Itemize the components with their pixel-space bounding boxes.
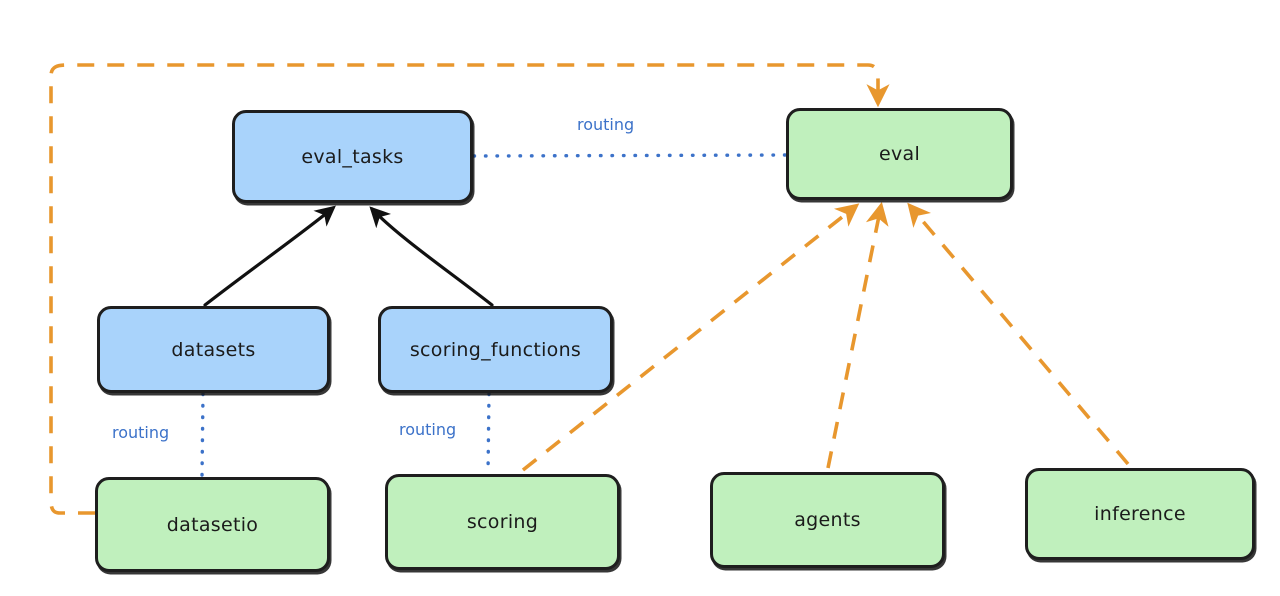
node-datasetio[interactable]: datasetio xyxy=(95,477,330,572)
node-agents[interactable]: agents xyxy=(710,472,945,568)
edge-datasetio-to-eval xyxy=(49,63,890,515)
edge-label-routing-datasetio: routing xyxy=(112,423,170,442)
node-datasets[interactable]: datasets xyxy=(97,306,330,393)
node-label-agents: agents xyxy=(794,509,861,531)
node-label-datasets: datasets xyxy=(171,338,256,361)
edge-datasets-to-eval-tasks xyxy=(203,205,336,307)
edge-datasets-to-datasetio-routing xyxy=(200,392,205,479)
node-label-eval: eval xyxy=(878,143,921,165)
node-label-scoring: scoring xyxy=(466,511,539,533)
edge-scoring-functions-to-scoring-routing xyxy=(486,392,491,476)
node-label-eval-tasks: eval_tasks xyxy=(301,145,404,168)
edge-scoring-to-eval xyxy=(521,203,860,472)
edge-label-routing-eval: routing xyxy=(577,115,635,134)
edge-inference-to-eval xyxy=(907,202,1130,466)
node-label-scoring-functions: scoring_functions xyxy=(409,338,582,361)
edge-agents-to-eval xyxy=(826,201,889,469)
node-label-datasetio: datasetio xyxy=(166,513,259,536)
node-eval-tasks[interactable]: eval_tasks xyxy=(232,110,473,203)
node-label-inference: inference xyxy=(1094,503,1186,525)
node-inference[interactable]: inference xyxy=(1025,468,1255,560)
node-scoring[interactable]: scoring xyxy=(385,474,620,570)
edge-label-routing-scoring: routing xyxy=(399,420,457,439)
node-scoring-functions[interactable]: scoring_functions xyxy=(378,306,613,393)
node-eval[interactable]: eval xyxy=(786,108,1013,200)
edge-eval-tasks-to-eval-routing xyxy=(472,153,788,158)
edge-scoring-functions-to-eval-tasks xyxy=(369,206,494,307)
